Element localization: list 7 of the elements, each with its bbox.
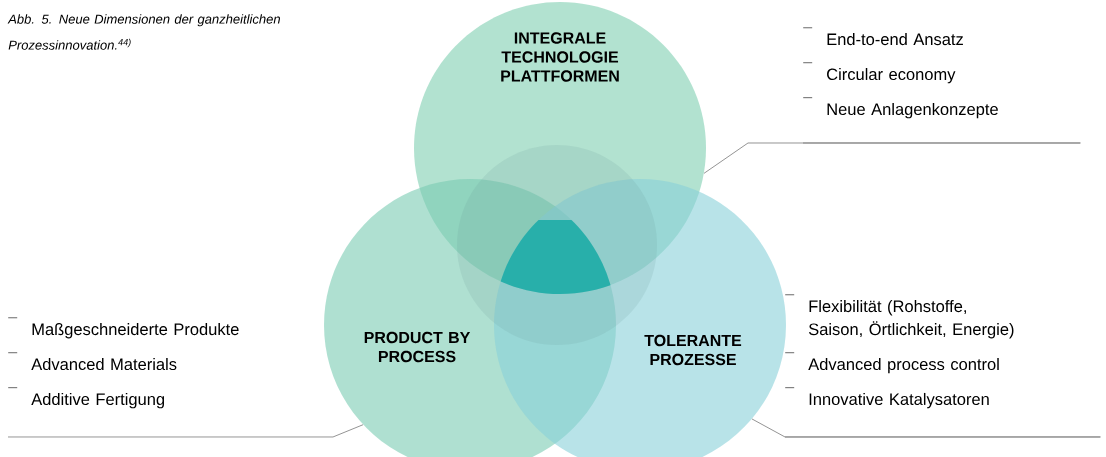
bullet-list: End-to-end Ansatz Circular economy Neue Anlagenkonzepte xyxy=(802,27,998,119)
caption: Abb. 5. Neue Dimensionen der ganzheitlichen Prozessinnovation.$^{44)}$ xyxy=(7,14,280,50)
leader-line xyxy=(7,424,364,438)
bullet-list: Maßgeschneiderte Produkte Advanced Materials Additive Fertigung xyxy=(7,317,239,409)
leader-line xyxy=(751,418,1101,438)
bullet-list: Flexibilität (Rohstoffe, Saison, Örtlichkeit, Energie) Advanced process control Innovative Katalysatoren xyxy=(784,294,1014,409)
leader-line xyxy=(703,142,1081,174)
